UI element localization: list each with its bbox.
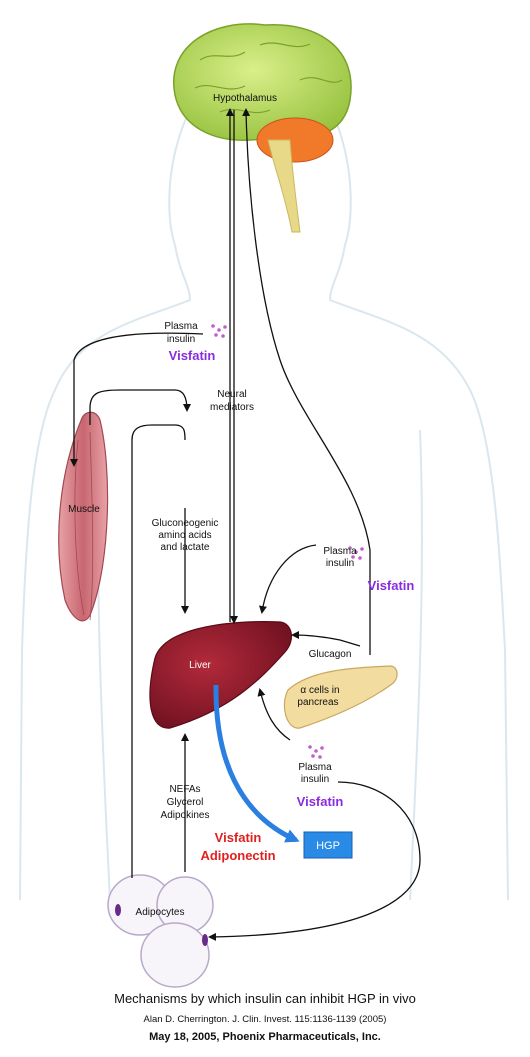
nefa-label-3: Adipokines (161, 810, 210, 821)
visfatin-red: Visfatin (215, 830, 262, 845)
pancreas-label-1: α cells in (300, 685, 339, 696)
pancreas-label-2: pancreas (297, 697, 338, 708)
hgp-label: HGP (316, 840, 340, 852)
caption-citation: Alan D. Cherrington. J. Clin. Invest. 11… (0, 1014, 530, 1025)
plasma-insulin-2-line1: Plasma (323, 546, 357, 557)
neural-label-1: Neural (217, 389, 246, 400)
pancreas-illustration: α cells in pancreas (284, 666, 397, 728)
plasma-insulin-1-line1: Plasma (164, 321, 198, 332)
caption-title: Mechanisms by which insulin can inhibit … (0, 991, 530, 1006)
plasma-insulin-2-line2: insulin (326, 558, 354, 569)
gluconeogenic-label-3: and lactate (161, 542, 210, 553)
adipocytes-illustration: Adipocytes (108, 875, 213, 987)
neural-label-2: mediators (210, 402, 254, 413)
gluconeogenic-label-1: Gluconeogenic (152, 518, 219, 529)
gluconeogenic-label-2: amino acids (158, 530, 211, 541)
pathway-arrows (74, 110, 420, 937)
visfatin-1: Visfatin (169, 348, 216, 363)
plasma-insulin-1-line2: insulin (167, 334, 195, 345)
liver-label: Liver (189, 660, 211, 671)
visfatin-2: Visfatin (368, 578, 415, 593)
adiponectin-red: Adiponectin (200, 848, 275, 863)
caption-footer: May 18, 2005, Phoenix Pharmaceuticals, I… (0, 1031, 530, 1043)
brain-illustration: Hypothalamus (174, 24, 351, 232)
visfatin-3: Visfatin (297, 794, 344, 809)
nefa-label-1: NEFAs (169, 784, 200, 795)
plasma-insulin-3-line1: Plasma (298, 762, 332, 773)
muscle-illustration: Muscle (59, 412, 108, 621)
muscle-label: Muscle (68, 504, 100, 515)
nefa-label-2: Glycerol (167, 797, 204, 808)
glucagon-label: Glucagon (309, 649, 352, 660)
liver-illustration: Liver (150, 622, 291, 728)
hypothalamus-label: Hypothalamus (213, 93, 277, 104)
plasma-insulin-3-line2: insulin (301, 774, 329, 785)
adipocytes-label: Adipocytes (136, 907, 185, 918)
